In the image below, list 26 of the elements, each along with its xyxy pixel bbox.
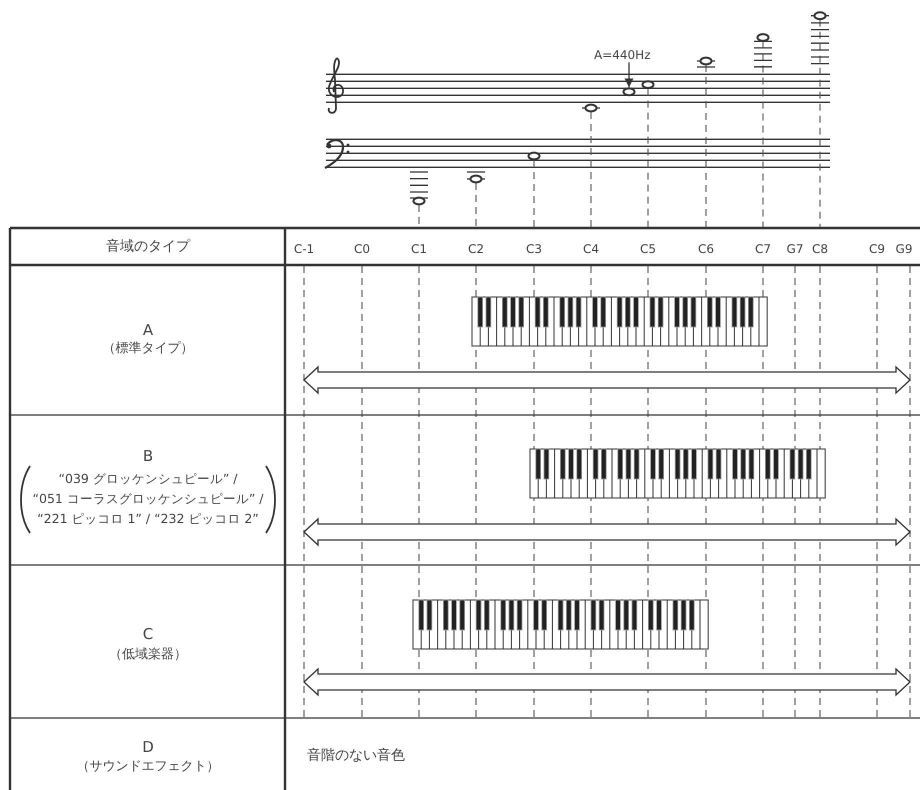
- octave-label: C8: [812, 242, 828, 256]
- octave-label: C4: [583, 242, 599, 256]
- octave-label: C0: [354, 242, 370, 256]
- octave-label: C7: [755, 242, 771, 256]
- octave-label: C3: [526, 242, 542, 256]
- instrument-list: “039 グロッケンシュピール” / “051 コーラスグロッケンシュピール” / “221 ピッコロ 1” / “232 ピッコロ 2”: [32, 469, 264, 529]
- leader-arrow: [624, 62, 634, 88]
- description-text: 音階のない音色: [307, 748, 405, 764]
- octave-label: C5: [640, 242, 656, 256]
- column-heading: 音域のタイプ: [106, 238, 190, 256]
- octave-label: G7: [786, 242, 804, 256]
- octave-label: G9: [896, 242, 912, 256]
- row-title: B: [142, 447, 154, 465]
- row-subtitle: （標準タイプ）: [102, 341, 194, 357]
- row-subtitle: （低域楽器）: [109, 647, 187, 663]
- octave-label: C6: [698, 242, 714, 256]
- row-title: A: [142, 321, 154, 339]
- row-subtitle: （サウンドエフェクト）: [76, 759, 220, 775]
- octave-label: C2: [468, 242, 484, 256]
- whole-note: [622, 87, 636, 96]
- row-title: C: [142, 625, 154, 643]
- pitch-label: A=440Hz: [594, 48, 650, 62]
- octave-label: C1: [411, 242, 427, 256]
- octave-label: C-1: [294, 242, 314, 256]
- octave-label: C9: [869, 242, 885, 256]
- row-title: D: [142, 738, 154, 756]
